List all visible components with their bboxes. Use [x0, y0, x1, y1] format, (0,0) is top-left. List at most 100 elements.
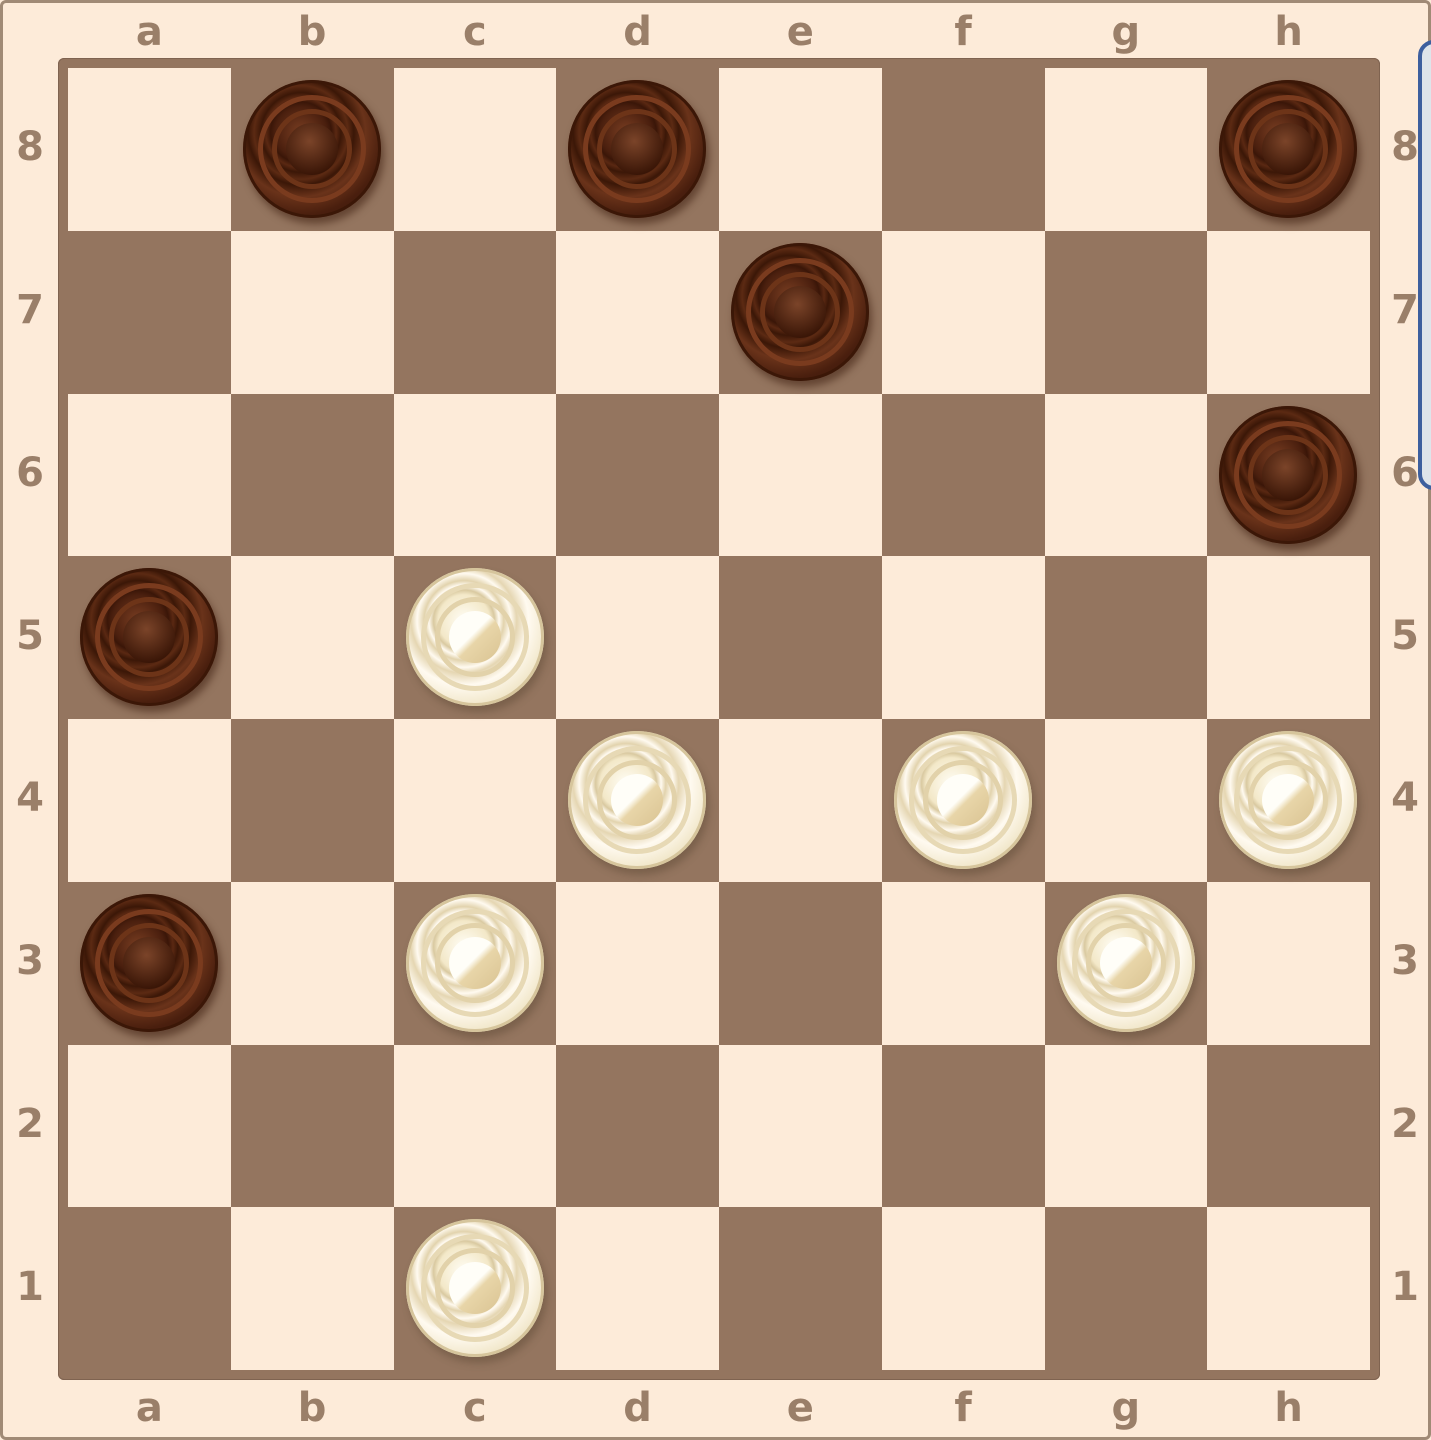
checker-center [1262, 449, 1314, 501]
file-label-c-top: c [445, 12, 505, 52]
checker-center [449, 1262, 501, 1314]
square-e2[interactable] [719, 1045, 882, 1208]
checker-center [611, 123, 663, 175]
square-b2[interactable] [231, 1045, 394, 1208]
square-c8[interactable] [394, 68, 557, 231]
checker-center [1262, 774, 1314, 826]
file-label-e-bottom: e [770, 1388, 830, 1428]
checker-center [123, 611, 175, 663]
square-c4[interactable] [394, 719, 557, 882]
checker-center [449, 611, 501, 663]
rank-label-2-right: 2 [1385, 1104, 1425, 1144]
square-d7[interactable] [556, 231, 719, 394]
square-c6[interactable] [394, 394, 557, 557]
white-checker-g3[interactable] [1057, 894, 1195, 1032]
rank-label-4-right: 4 [1385, 778, 1425, 818]
black-checker-b8[interactable] [243, 80, 381, 218]
square-f8[interactable] [882, 68, 1045, 231]
square-g2[interactable] [1045, 1045, 1208, 1208]
board-squares [68, 68, 1370, 1370]
square-d2[interactable] [556, 1045, 719, 1208]
file-label-d-bottom: d [608, 1388, 668, 1428]
white-checker-c3[interactable] [406, 894, 544, 1032]
square-a4[interactable] [68, 719, 231, 882]
square-b7[interactable] [231, 231, 394, 394]
square-f3[interactable] [882, 882, 1045, 1045]
square-f6[interactable] [882, 394, 1045, 557]
square-b3[interactable] [231, 882, 394, 1045]
square-h3[interactable] [1207, 882, 1370, 1045]
file-label-g-bottom: g [1096, 1388, 1156, 1428]
square-f5[interactable] [882, 556, 1045, 719]
square-d6[interactable] [556, 394, 719, 557]
square-b4[interactable] [231, 719, 394, 882]
white-checker-f4[interactable] [894, 731, 1032, 869]
side-panel [1418, 40, 1431, 490]
square-g5[interactable] [1045, 556, 1208, 719]
rank-label-1-right: 1 [1385, 1267, 1425, 1307]
square-b5[interactable] [231, 556, 394, 719]
square-e3[interactable] [719, 882, 882, 1045]
rank-label-5-left: 5 [10, 616, 50, 656]
file-label-d-top: d [608, 12, 668, 52]
black-checker-h8[interactable] [1219, 80, 1357, 218]
square-d3[interactable] [556, 882, 719, 1045]
rank-label-3-right: 3 [1385, 941, 1425, 981]
file-label-b-bottom: b [282, 1388, 342, 1428]
file-label-h-bottom: h [1259, 1388, 1319, 1428]
rank-label-2-left: 2 [10, 1104, 50, 1144]
file-label-b-top: b [282, 12, 342, 52]
rank-label-5-right: 5 [1385, 616, 1425, 656]
square-g8[interactable] [1045, 68, 1208, 231]
black-checker-a5[interactable] [80, 568, 218, 706]
rank-label-4-left: 4 [10, 778, 50, 818]
square-d5[interactable] [556, 556, 719, 719]
square-g1[interactable] [1045, 1207, 1208, 1370]
white-checker-c1[interactable] [406, 1219, 544, 1357]
black-checker-e7[interactable] [731, 243, 869, 381]
square-d1[interactable] [556, 1207, 719, 1370]
square-h5[interactable] [1207, 556, 1370, 719]
rank-label-3-left: 3 [10, 941, 50, 981]
rank-label-8-left: 8 [10, 127, 50, 167]
square-b1[interactable] [231, 1207, 394, 1370]
rank-label-7-left: 7 [10, 290, 50, 330]
rank-label-1-left: 1 [10, 1267, 50, 1307]
square-c2[interactable] [394, 1045, 557, 1208]
checker-center [1262, 123, 1314, 175]
square-a6[interactable] [68, 394, 231, 557]
white-checker-c5[interactable] [406, 568, 544, 706]
square-h1[interactable] [1207, 1207, 1370, 1370]
square-a7[interactable] [68, 231, 231, 394]
square-h2[interactable] [1207, 1045, 1370, 1208]
square-g4[interactable] [1045, 719, 1208, 882]
square-a8[interactable] [68, 68, 231, 231]
square-e4[interactable] [719, 719, 882, 882]
square-f1[interactable] [882, 1207, 1045, 1370]
square-e5[interactable] [719, 556, 882, 719]
square-a1[interactable] [68, 1207, 231, 1370]
file-label-g-top: g [1096, 12, 1156, 52]
square-g6[interactable] [1045, 394, 1208, 557]
white-checker-h4[interactable] [1219, 731, 1357, 869]
white-checker-d4[interactable] [568, 731, 706, 869]
square-b6[interactable] [231, 394, 394, 557]
black-checker-d8[interactable] [568, 80, 706, 218]
file-label-f-top: f [933, 12, 993, 52]
square-e1[interactable] [719, 1207, 882, 1370]
square-f7[interactable] [882, 231, 1045, 394]
black-checker-h6[interactable] [1219, 406, 1357, 544]
file-label-a-bottom: a [119, 1388, 179, 1428]
file-label-c-bottom: c [445, 1388, 505, 1428]
square-c7[interactable] [394, 231, 557, 394]
square-e6[interactable] [719, 394, 882, 557]
square-f2[interactable] [882, 1045, 1045, 1208]
black-checker-a3[interactable] [80, 894, 218, 1032]
file-label-a-top: a [119, 12, 179, 52]
checker-center [774, 286, 826, 338]
square-e8[interactable] [719, 68, 882, 231]
square-g7[interactable] [1045, 231, 1208, 394]
square-a2[interactable] [68, 1045, 231, 1208]
checker-center [1100, 937, 1152, 989]
square-h7[interactable] [1207, 231, 1370, 394]
